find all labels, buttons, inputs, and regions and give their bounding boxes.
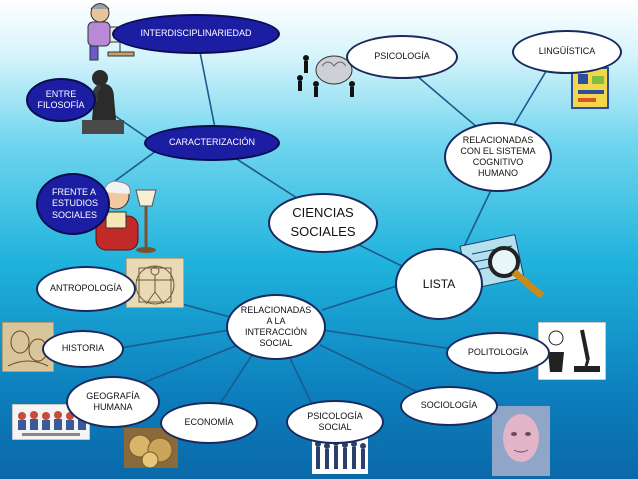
connector-sistema-psicologia (409, 69, 479, 129)
node-caracterizacion: CARACTERIZACIÓN (144, 125, 280, 161)
node-psicologia-social: PSICOLOGÍA SOCIAL (286, 400, 384, 444)
node-antropologia: ANTROPOLOGÍA (36, 266, 136, 312)
connector-interaccion-historia (119, 329, 231, 349)
connector-lista-interaccion (321, 284, 401, 311)
mayan-codex-clipart (571, 67, 609, 109)
node-relacionadas-sistema-cognitivo: RELACIONADAS CON EL SISTEMA COGNITIVO HU… (444, 122, 552, 192)
node-relacionadas-interaccion-social: RELACIONADAS A LA INTERACCIÓN SOCIAL (226, 294, 326, 360)
node-frente-estudios: FRENTE A ESTUDIOS SOCIALES (36, 173, 110, 235)
node-politologia: POLITOLOGÍA (446, 332, 550, 374)
vitruvian-man-drawing (126, 258, 184, 308)
thinker-statue-clipart (82, 70, 124, 134)
node-linguistica: LINGÜÍSTICA (512, 30, 622, 74)
connector-lista-sistema (459, 187, 493, 256)
connector-interaccion-economia (217, 351, 255, 408)
node-lista: LISTA (395, 248, 483, 320)
node-psicologia: PSICOLOGÍA (346, 35, 458, 79)
connector-interaccion-psicosocial (287, 353, 313, 405)
face-sculpture-photo (492, 406, 550, 476)
node-historia: HISTORIA (42, 330, 124, 368)
connector-sistema-linguistica (511, 67, 549, 129)
node-ciencias-sociales: CIENCIAS SOCIALES (268, 193, 378, 253)
node-sociologia: SOCIOLOGÍA (400, 386, 498, 426)
node-interdisciplinariedad: INTERDISCIPLINARIEDAD (112, 14, 280, 54)
connector-interaccion-sociologia (319, 344, 431, 399)
connector-interaccion-politologia (321, 329, 461, 351)
node-entre-filosofia: ENTRE FILOSOFÍA (26, 78, 96, 122)
connector-caracterizacion-interdisciplinariedad (199, 51, 216, 129)
professor-reading-clipart (95, 180, 157, 253)
node-geografia-humana: GEOGRAFÍA HUMANA (66, 376, 160, 428)
node-economia: ECONOMÍA (160, 402, 258, 444)
